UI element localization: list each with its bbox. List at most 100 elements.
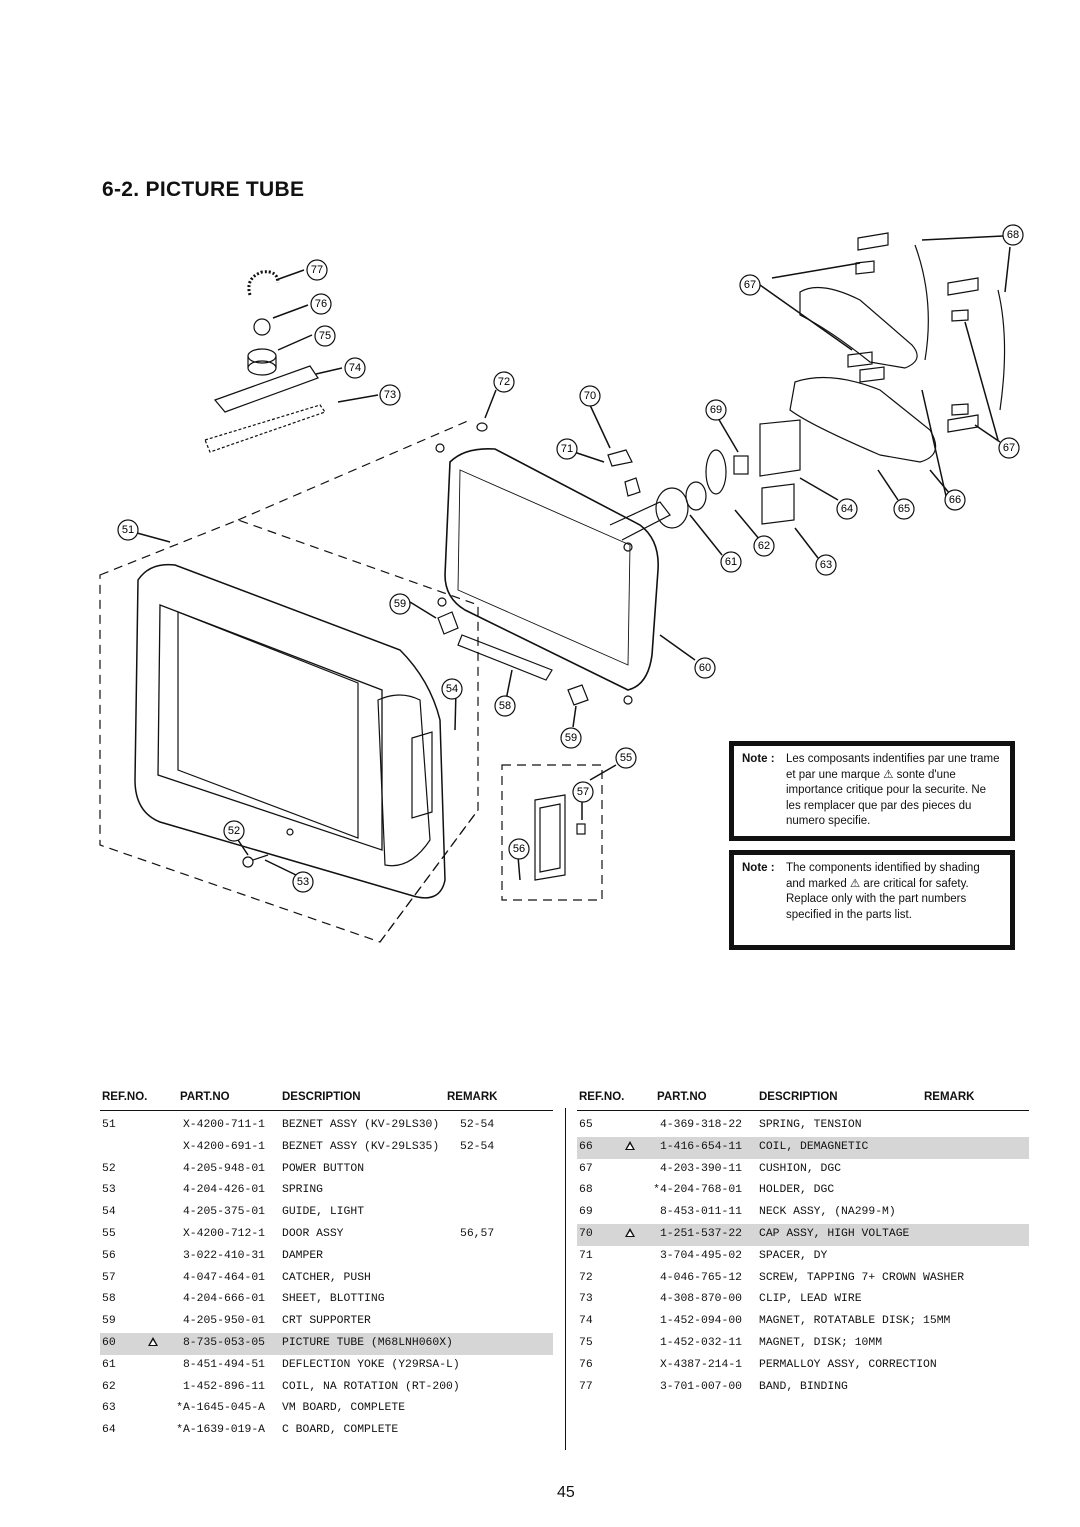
callout-63: 63 <box>815 554 837 576</box>
description-cell: CATCHER, PUSH <box>282 1271 371 1284</box>
part-number-cell: 4-047-464-01 <box>182 1271 265 1284</box>
svg-text:63: 63 <box>820 559 832 571</box>
part-number-cell: 4-046-765-12 <box>659 1271 742 1284</box>
svg-text:72: 72 <box>498 376 510 388</box>
description-cell: VM BOARD, COMPLETE <box>282 1402 406 1415</box>
ref-cell: 56 <box>102 1249 116 1262</box>
svg-text:54: 54 <box>446 683 458 695</box>
svg-text:67: 67 <box>744 279 756 291</box>
callout-59-upper: 59 <box>389 593 411 615</box>
description-cell: CLIP, LEAD WIRE <box>759 1293 862 1306</box>
table-row: 73 4-308-870-00 CLIP, LEAD WIRE <box>577 1289 1029 1311</box>
description-cell: CUSHION, DGC <box>759 1162 842 1175</box>
callout-51: 51 <box>117 519 139 541</box>
part-number-cell: *A-1639-019-A <box>176 1424 265 1437</box>
svg-text:59: 59 <box>565 732 577 744</box>
part-number-cell: X-4387-214-1 <box>659 1358 742 1371</box>
description-cell: MAGNET, ROTATABLE DISK; 15MM <box>759 1315 951 1328</box>
svg-text:70: 70 <box>584 390 596 402</box>
callout-75: 75 <box>314 325 336 347</box>
svg-text:62: 62 <box>758 540 770 552</box>
svg-text:60: 60 <box>699 662 711 674</box>
header-remark: REMARK <box>447 1091 498 1103</box>
svg-text:61: 61 <box>725 556 737 568</box>
svg-text:71: 71 <box>561 443 573 455</box>
part-number-cell: 4-203-390-11 <box>659 1162 742 1175</box>
header-desc: DESCRIPTION <box>282 1091 361 1103</box>
ref-cell: 62 <box>102 1380 116 1393</box>
table-header: REF.NO. PART.NO DESCRIPTION REMARK <box>100 1088 553 1111</box>
callout-71: 71 <box>556 438 578 460</box>
ref-cell: 64 <box>102 1424 116 1437</box>
callout-62: 62 <box>753 535 775 557</box>
description-cell: SPRING <box>282 1184 324 1197</box>
note-label: Note : <box>742 753 775 765</box>
ref-cell: 74 <box>579 1315 593 1328</box>
ref-cell: 61 <box>102 1358 116 1371</box>
svg-text:75: 75 <box>319 330 331 342</box>
table-row: 64 *A-1639-019-A C BOARD, COMPLETE <box>100 1420 553 1442</box>
ref-cell: 66 <box>579 1140 593 1153</box>
description-cell: C BOARD, COMPLETE <box>282 1424 399 1437</box>
callout-66: 66 <box>944 489 966 511</box>
ref-cell: 53 <box>102 1184 116 1197</box>
ref-cell: 73 <box>579 1293 593 1306</box>
table-row: 55 X-4200-712-1 DOOR ASSY 56,57 <box>100 1224 553 1246</box>
ref-cell: 68 <box>579 1184 593 1197</box>
header-ref: REF.NO. <box>579 1091 625 1103</box>
remark-cell: 52-54 <box>460 1140 495 1153</box>
svg-text:52: 52 <box>228 825 240 837</box>
ref-cell: 52 <box>102 1162 116 1175</box>
ref-cell: 57 <box>102 1271 116 1284</box>
table-row: 57 4-047-464-01 CATCHER, PUSH <box>100 1268 553 1290</box>
part-number-cell: 3-022-410-31 <box>182 1249 265 1262</box>
remark-cell: 52-54 <box>460 1119 495 1131</box>
part-number-cell: 4-308-870-00 <box>659 1293 742 1306</box>
callout-60: 60 <box>694 657 716 679</box>
remark-cell: 56,57 <box>460 1227 495 1240</box>
svg-text:74: 74 <box>349 362 361 374</box>
description-cell: CRT SUPPORTER <box>282 1315 371 1328</box>
part-number-cell: *A-1645-045-A <box>176 1402 265 1415</box>
description-cell: DAMPER <box>282 1249 324 1262</box>
callout-58: 58 <box>494 695 516 717</box>
description-cell: DOOR ASSY <box>282 1227 344 1240</box>
callout-74: 76 <box>310 293 332 315</box>
ref-cell: 72 <box>579 1271 593 1284</box>
header-ref: REF.NO. <box>102 1091 148 1103</box>
note-label: Note : <box>742 862 775 874</box>
svg-text:65: 65 <box>898 503 910 515</box>
ref-cell: 71 <box>579 1249 593 1262</box>
description-cell: BEZNET ASSY (KV-29LS35) <box>282 1140 440 1153</box>
ref-cell: 55 <box>102 1227 116 1240</box>
svg-text:58: 58 <box>499 700 511 712</box>
callout-53: 53 <box>292 871 314 893</box>
part-number-cell: X-4200-712-1 <box>182 1227 265 1240</box>
description-cell: BEZNET ASSY (KV-29LS30) <box>282 1119 440 1131</box>
svg-text:73: 73 <box>384 389 396 401</box>
callout-61: 61 <box>720 551 742 573</box>
part-number-cell: 8-735-053-05 <box>182 1336 265 1349</box>
callout-67-top: 67 <box>739 274 761 296</box>
callout-73: 77 <box>306 259 328 281</box>
svg-text:66: 66 <box>949 494 961 506</box>
